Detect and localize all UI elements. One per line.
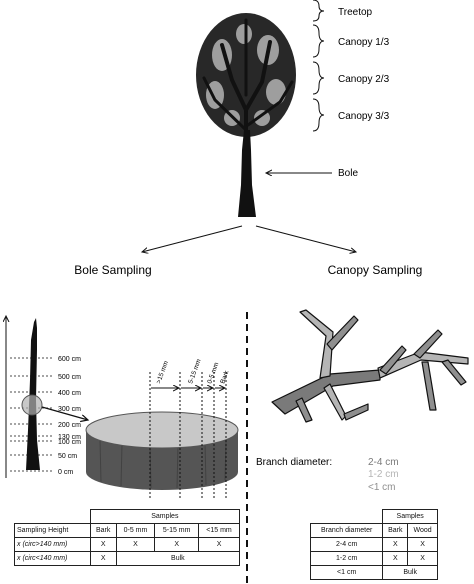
bole-table-row1-lt15: X [198, 537, 240, 552]
bole-table-col-bark: Bark [89, 523, 117, 538]
label-treetop: Treetop [338, 7, 373, 18]
height-tick-label: 130 cm [58, 434, 81, 441]
height-tick-label: 300 cm [58, 406, 81, 413]
height-tick-label: 100 cm [58, 439, 81, 446]
bole-table-row1-0-5: X [115, 537, 156, 552]
bole-table-col-height: Sampling Height [14, 523, 91, 538]
bole-disc [85, 411, 239, 490]
depth-label-0-5: 0-5 mm [206, 362, 220, 385]
depth-label-bark: Bark [219, 369, 230, 385]
bole-table-row2-bark: X [89, 551, 117, 566]
bole-table-col-5-15: 5-15 mm [154, 523, 200, 538]
arrow-to-canopy-sampling [255, 225, 356, 252]
bole-table-row2-bulk: Bulk [115, 551, 241, 566]
tree-trunk [238, 130, 256, 217]
canopy-table-row1-label: 2-4 cm [309, 537, 384, 552]
canopy-table-row1-wood: X [407, 537, 438, 552]
label-bole: Bole [338, 168, 358, 179]
canopy-table-row2-label: 1-2 cm [309, 551, 384, 566]
canopy-table-row1-bark: X [382, 537, 409, 552]
branch-upper-twig [326, 315, 359, 351]
title-bole-sampling: Bole Sampling [74, 263, 151, 277]
canopy-table-col-diameter: Branch diameter [309, 523, 384, 538]
branch-stub [295, 397, 313, 423]
branch-size-1-2: 1-2 cm [368, 469, 399, 480]
depth-label-gt15: >15 mm [155, 360, 170, 385]
depth-guides [149, 372, 227, 500]
bole-table-col-0-5: 0-5 mm [115, 523, 156, 538]
branch-lower [323, 383, 347, 421]
sampling-point-arrow [41, 406, 88, 420]
bole-strip [26, 318, 40, 470]
branch-lower-twig [343, 403, 369, 421]
canopy-table-row2-wood: X [407, 551, 438, 566]
canopy-samples-table: Samples Branch diameter Bark Wood 2-4 cm… [309, 509, 438, 580]
bole-table-row1-bark: X [89, 537, 117, 552]
height-tick-label: 400 cm [58, 390, 81, 397]
canopy-brackets [312, 0, 325, 132]
branch-top-twig [379, 345, 407, 375]
canopy-table-row3-label: <1 cm [309, 565, 384, 580]
label-canopy-1: Canopy 1/3 [338, 37, 390, 48]
height-tick-label: 500 cm [58, 374, 81, 381]
canopy-table-col-wood: Wood [407, 523, 438, 538]
branch-right-twig-1 [413, 329, 443, 359]
bole-table-row1-label: x (circ>140 mm) [14, 537, 91, 552]
canopy-table-row3-bulk: Bulk [382, 565, 438, 580]
bole-table-samples-header: Samples [89, 509, 241, 524]
bole-samples-table: Samples Sampling Height Bark 0-5 mm 5-15… [14, 509, 241, 566]
branch-upper [299, 309, 334, 379]
branch-size-2-4: 2-4 cm [368, 457, 399, 468]
canopy-table-row2-bark: X [382, 551, 409, 566]
branch-size-lt1: <1 cm [368, 482, 396, 493]
label-canopy-3: Canopy 3/3 [338, 111, 390, 122]
height-tick-label: 600 cm [58, 356, 81, 363]
bracket-canopy-3 [312, 98, 325, 132]
bracket-canopy-2 [312, 61, 325, 95]
bole-table-col-lt15: <15 mm [198, 523, 240, 538]
branch-right-twig-3 [441, 359, 467, 386]
branch-diameter-title: Branch diameter: [256, 457, 332, 468]
canopy-table-samples-header: Samples [382, 509, 438, 524]
height-tick-label: 0 cm [58, 469, 73, 476]
branch-illustration [271, 309, 469, 423]
canopy-table-col-bark: Bark [382, 523, 409, 538]
label-canopy-2: Canopy 2/3 [338, 74, 390, 85]
bole-table-row2-label: x (circ<140 mm) [14, 551, 91, 566]
height-ticks: 600 cm 500 cm 400 cm 300 cm 200 cm 130 cm100 … [10, 356, 81, 476]
bole-table-row1-5-15: X [154, 537, 200, 552]
height-tick-label: 200 cm [58, 422, 81, 429]
title-canopy-sampling: Canopy Sampling [328, 263, 423, 277]
bracket-treetop [312, 0, 325, 22]
bracket-canopy-1 [312, 24, 325, 58]
sampling-point-circle [21, 394, 43, 416]
branch-right-twig-2 [421, 361, 437, 411]
height-tick-label: 50 cm [58, 453, 77, 460]
depth-label-5-15: 5-15 mm [187, 358, 202, 385]
tree-illustration [196, 13, 296, 217]
arrow-to-bole-sampling [142, 225, 243, 252]
